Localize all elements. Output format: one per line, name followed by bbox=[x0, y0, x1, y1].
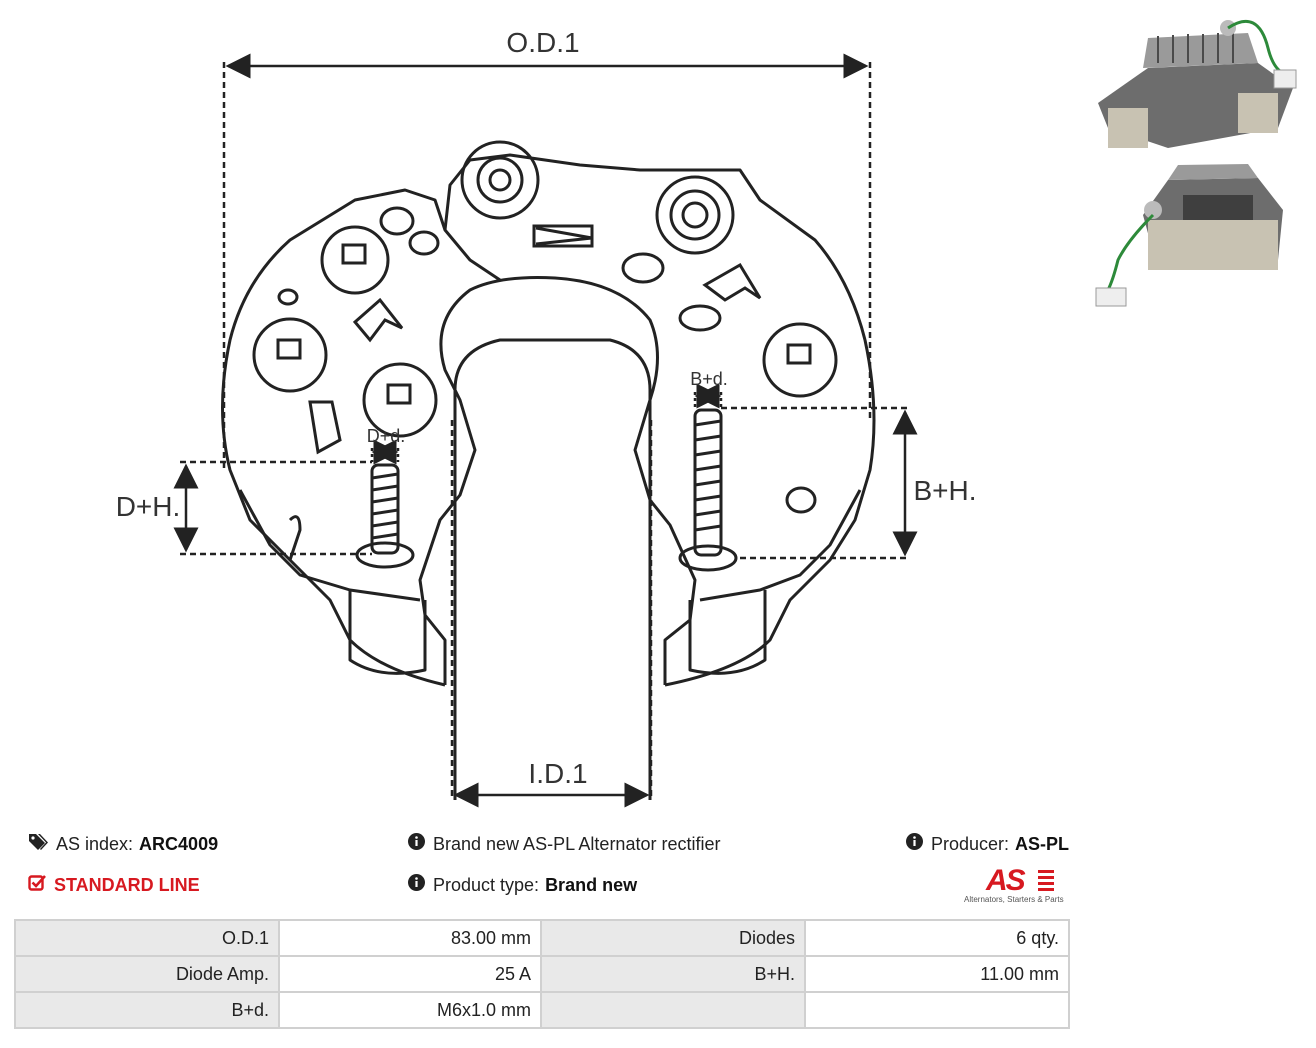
spec-value: M6x1.0 mm bbox=[278, 991, 542, 1029]
as-index: AS index: ARC4009 bbox=[28, 833, 218, 856]
logo-bars bbox=[1038, 870, 1054, 894]
spec-value: 83.00 mm bbox=[278, 919, 542, 957]
table-row: B+d. M6x1.0 mm bbox=[14, 991, 1070, 1029]
check-square-icon bbox=[28, 874, 46, 896]
bolt-d bbox=[355, 463, 415, 569]
product-type-label: Product type: bbox=[433, 874, 540, 895]
spec-key: O.D.1 bbox=[14, 919, 280, 957]
product-type: Product type: Brand new bbox=[408, 874, 637, 896]
dh-label: D+H. bbox=[116, 491, 181, 522]
rectifier-photo-icon bbox=[1095, 164, 1283, 307]
product-thumbnail-1[interactable] bbox=[1088, 8, 1308, 158]
od-label: O.D.1 bbox=[506, 27, 579, 58]
as-index-label: AS index: bbox=[56, 834, 134, 854]
dimension-lines bbox=[173, 53, 918, 808]
table-row: O.D.1 83.00 mm Diodes 6 qty. bbox=[14, 919, 1070, 957]
spec-key bbox=[540, 991, 806, 1029]
logo-tagline: Alternators, Starters & Parts bbox=[964, 895, 1064, 904]
spec-key: B+H. bbox=[540, 955, 806, 993]
rectifier-technical-drawing: O.D.1 I.D.1 D+H. D+d. B+H. B+d. bbox=[116, 27, 977, 808]
product-type-value: Brand new bbox=[545, 874, 638, 895]
bh-label: B+H. bbox=[913, 475, 976, 506]
spec-key: Diode Amp. bbox=[14, 955, 280, 993]
producer-value: AS-PL bbox=[1015, 833, 1070, 854]
info-icon bbox=[906, 833, 923, 855]
dd-label: D+d. bbox=[367, 426, 406, 446]
description: Brand new AS-PL Alternator rectifier bbox=[408, 833, 720, 855]
as-index-value: ARC4009 bbox=[139, 834, 219, 854]
standard-line-text: STANDARD LINE bbox=[54, 874, 200, 895]
info-icon bbox=[408, 833, 425, 855]
standard-line: STANDARD LINE bbox=[28, 874, 200, 896]
id-label: I.D.1 bbox=[528, 758, 587, 789]
rectifier-photo-icon bbox=[1098, 19, 1297, 148]
spec-key: B+d. bbox=[14, 991, 280, 1029]
info-icon bbox=[408, 874, 425, 896]
as-pl-logo: AS Alternators, Starters & Parts bbox=[964, 864, 1068, 906]
spec-key: Diodes bbox=[540, 919, 806, 957]
rectifier-body bbox=[221, 153, 876, 800]
producer: Producer: AS-PL bbox=[906, 833, 1069, 855]
bolt-b bbox=[678, 408, 738, 572]
producer-label: Producer: bbox=[931, 833, 1010, 854]
spec-value: 6 qty. bbox=[804, 919, 1070, 957]
description-text: Brand new AS-PL Alternator rectifier bbox=[433, 833, 721, 854]
table-row: Diode Amp. 25 A B+H. 11.00 mm bbox=[14, 955, 1070, 993]
tags-icon bbox=[28, 833, 48, 856]
spec-value: 11.00 mm bbox=[804, 955, 1070, 993]
spec-value bbox=[804, 991, 1070, 1029]
spec-value: 25 A bbox=[278, 955, 542, 993]
specs-table: O.D.1 83.00 mm Diodes 6 qty. Diode Amp. … bbox=[14, 919, 1070, 1029]
bd-label: B+d. bbox=[690, 369, 728, 389]
logo-mark: AS bbox=[986, 864, 1026, 897]
product-thumbnail-2[interactable] bbox=[1088, 160, 1308, 310]
rectifier-features bbox=[252, 140, 838, 514]
